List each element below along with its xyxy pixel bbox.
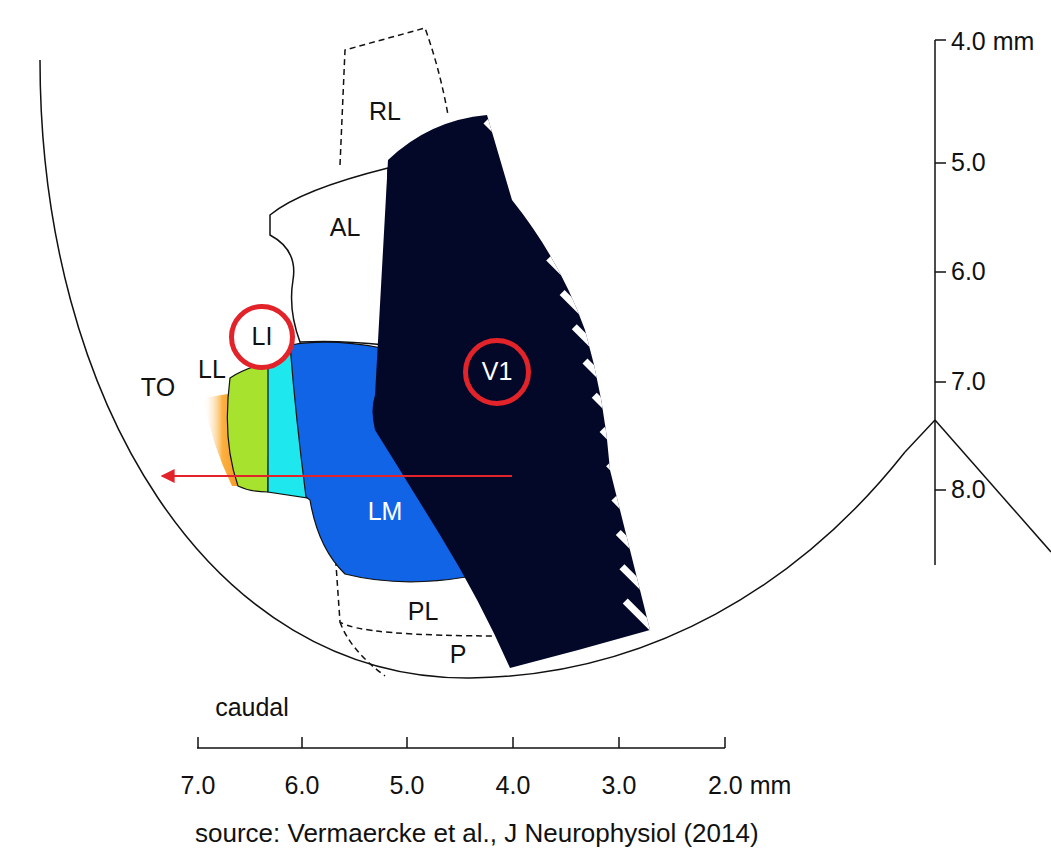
- brain-outline: [935, 420, 1051, 552]
- hatch-stroke: [534, 224, 566, 256]
- scale-ticks: [198, 737, 725, 748]
- scale-ticks: [935, 40, 946, 490]
- area-label: LL: [198, 356, 226, 384]
- area-name: PL: [408, 597, 439, 625]
- area-label: RL: [369, 98, 401, 126]
- scale-label: 3.0: [602, 772, 637, 800]
- hatch-stroke: [614, 498, 646, 530]
- scale-axis: [934, 40, 936, 565]
- hatch-stroke: [549, 258, 581, 290]
- area-name: P: [450, 640, 467, 668]
- scale-label: 5.0: [951, 149, 986, 177]
- area-label: TO: [141, 374, 175, 402]
- highlight-circle: V1: [463, 338, 531, 406]
- hatch-stroke: [618, 532, 650, 564]
- hatch-stroke: [625, 601, 657, 633]
- scale-label: 5.0: [390, 772, 425, 800]
- highlight-circle: LI: [229, 304, 295, 370]
- scale-axis: [197, 747, 725, 749]
- area-fill: [373, 115, 651, 668]
- area-label: LM: [368, 498, 403, 526]
- area-fill: [227, 362, 270, 492]
- hatch-stroke: [622, 567, 654, 599]
- hatch-stroke: [562, 292, 594, 324]
- area-name: LM: [368, 497, 403, 525]
- scale-label: 7.0: [181, 772, 216, 800]
- area-name: V1: [482, 358, 513, 386]
- hatch-stroke: [585, 361, 617, 393]
- hatch-stroke: [502, 155, 534, 187]
- area-name: LI: [252, 323, 273, 351]
- area-name: LL: [198, 355, 226, 383]
- hatch-stroke: [602, 430, 634, 462]
- area-name: TO: [141, 373, 175, 401]
- area-label: P: [450, 641, 467, 669]
- hatch-stroke: [594, 395, 626, 427]
- scale-label: 6.0: [285, 772, 320, 800]
- area-name: RL: [369, 97, 401, 125]
- hatch-stroke: [609, 464, 641, 496]
- scale-label: 4.0 mm: [951, 28, 1034, 56]
- source-caption: source: Vermaercke et al., J Neurophysio…: [195, 819, 759, 848]
- area-label: AL: [330, 214, 361, 242]
- hatch-stroke: [486, 121, 518, 153]
- hatch-stroke: [574, 327, 606, 359]
- scale-label: 7.0: [951, 368, 986, 396]
- brain-outline: [905, 420, 935, 452]
- brain-outline: [40, 60, 905, 678]
- area-name: AL: [330, 213, 361, 241]
- area-label: PL: [408, 598, 439, 626]
- direction-label: caudal: [215, 694, 289, 722]
- direction-arrow: [162, 475, 512, 477]
- scale-label: 2.0 mm: [708, 772, 791, 800]
- scale-label: 6.0: [951, 258, 986, 286]
- area-outline: [340, 622, 385, 676]
- hatch-stroke: [519, 190, 551, 222]
- scale-label: 8.0: [951, 476, 986, 504]
- scale-label: 4.0: [496, 772, 531, 800]
